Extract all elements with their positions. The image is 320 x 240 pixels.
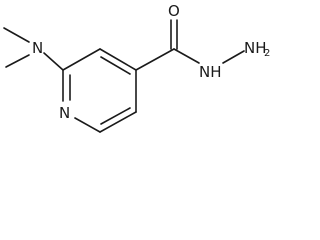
- terminal-nh2-subscript: 2: [264, 48, 270, 59]
- bond-c3-c4-double: [100, 56, 131, 75]
- bond-c5-c6-double: [100, 107, 131, 125]
- bond-methyl1-n: [3, 27, 30, 43]
- bond-c2-c3: [62, 48, 101, 71]
- bond-c3-c4: [99, 48, 137, 71]
- atom-labels: N N O NH NH 2: [32, 2, 270, 122]
- bond-nh-nh2: [222, 50, 245, 64]
- bond-c5-c6: [99, 111, 137, 133]
- bond-c6-n1: [74, 117, 101, 133]
- carbonyl-o-label: O: [168, 2, 180, 20]
- dimethylamino-n-label: N: [32, 39, 43, 57]
- bond-c4-carbonyl: [135, 48, 175, 71]
- bonds: [3, 19, 245, 133]
- molecule-structure-diagram: N N O NH NH 2: [3, 2, 270, 133]
- hydrazide-nh-label: NH: [199, 63, 222, 81]
- bond-n-c2: [43, 52, 64, 71]
- bond-methyl2-n: [5, 54, 30, 68]
- ring-n-label: N: [59, 104, 70, 122]
- terminal-nh2-label: NH: [244, 39, 267, 57]
- bond-carbonyl-nh: [173, 48, 200, 64]
